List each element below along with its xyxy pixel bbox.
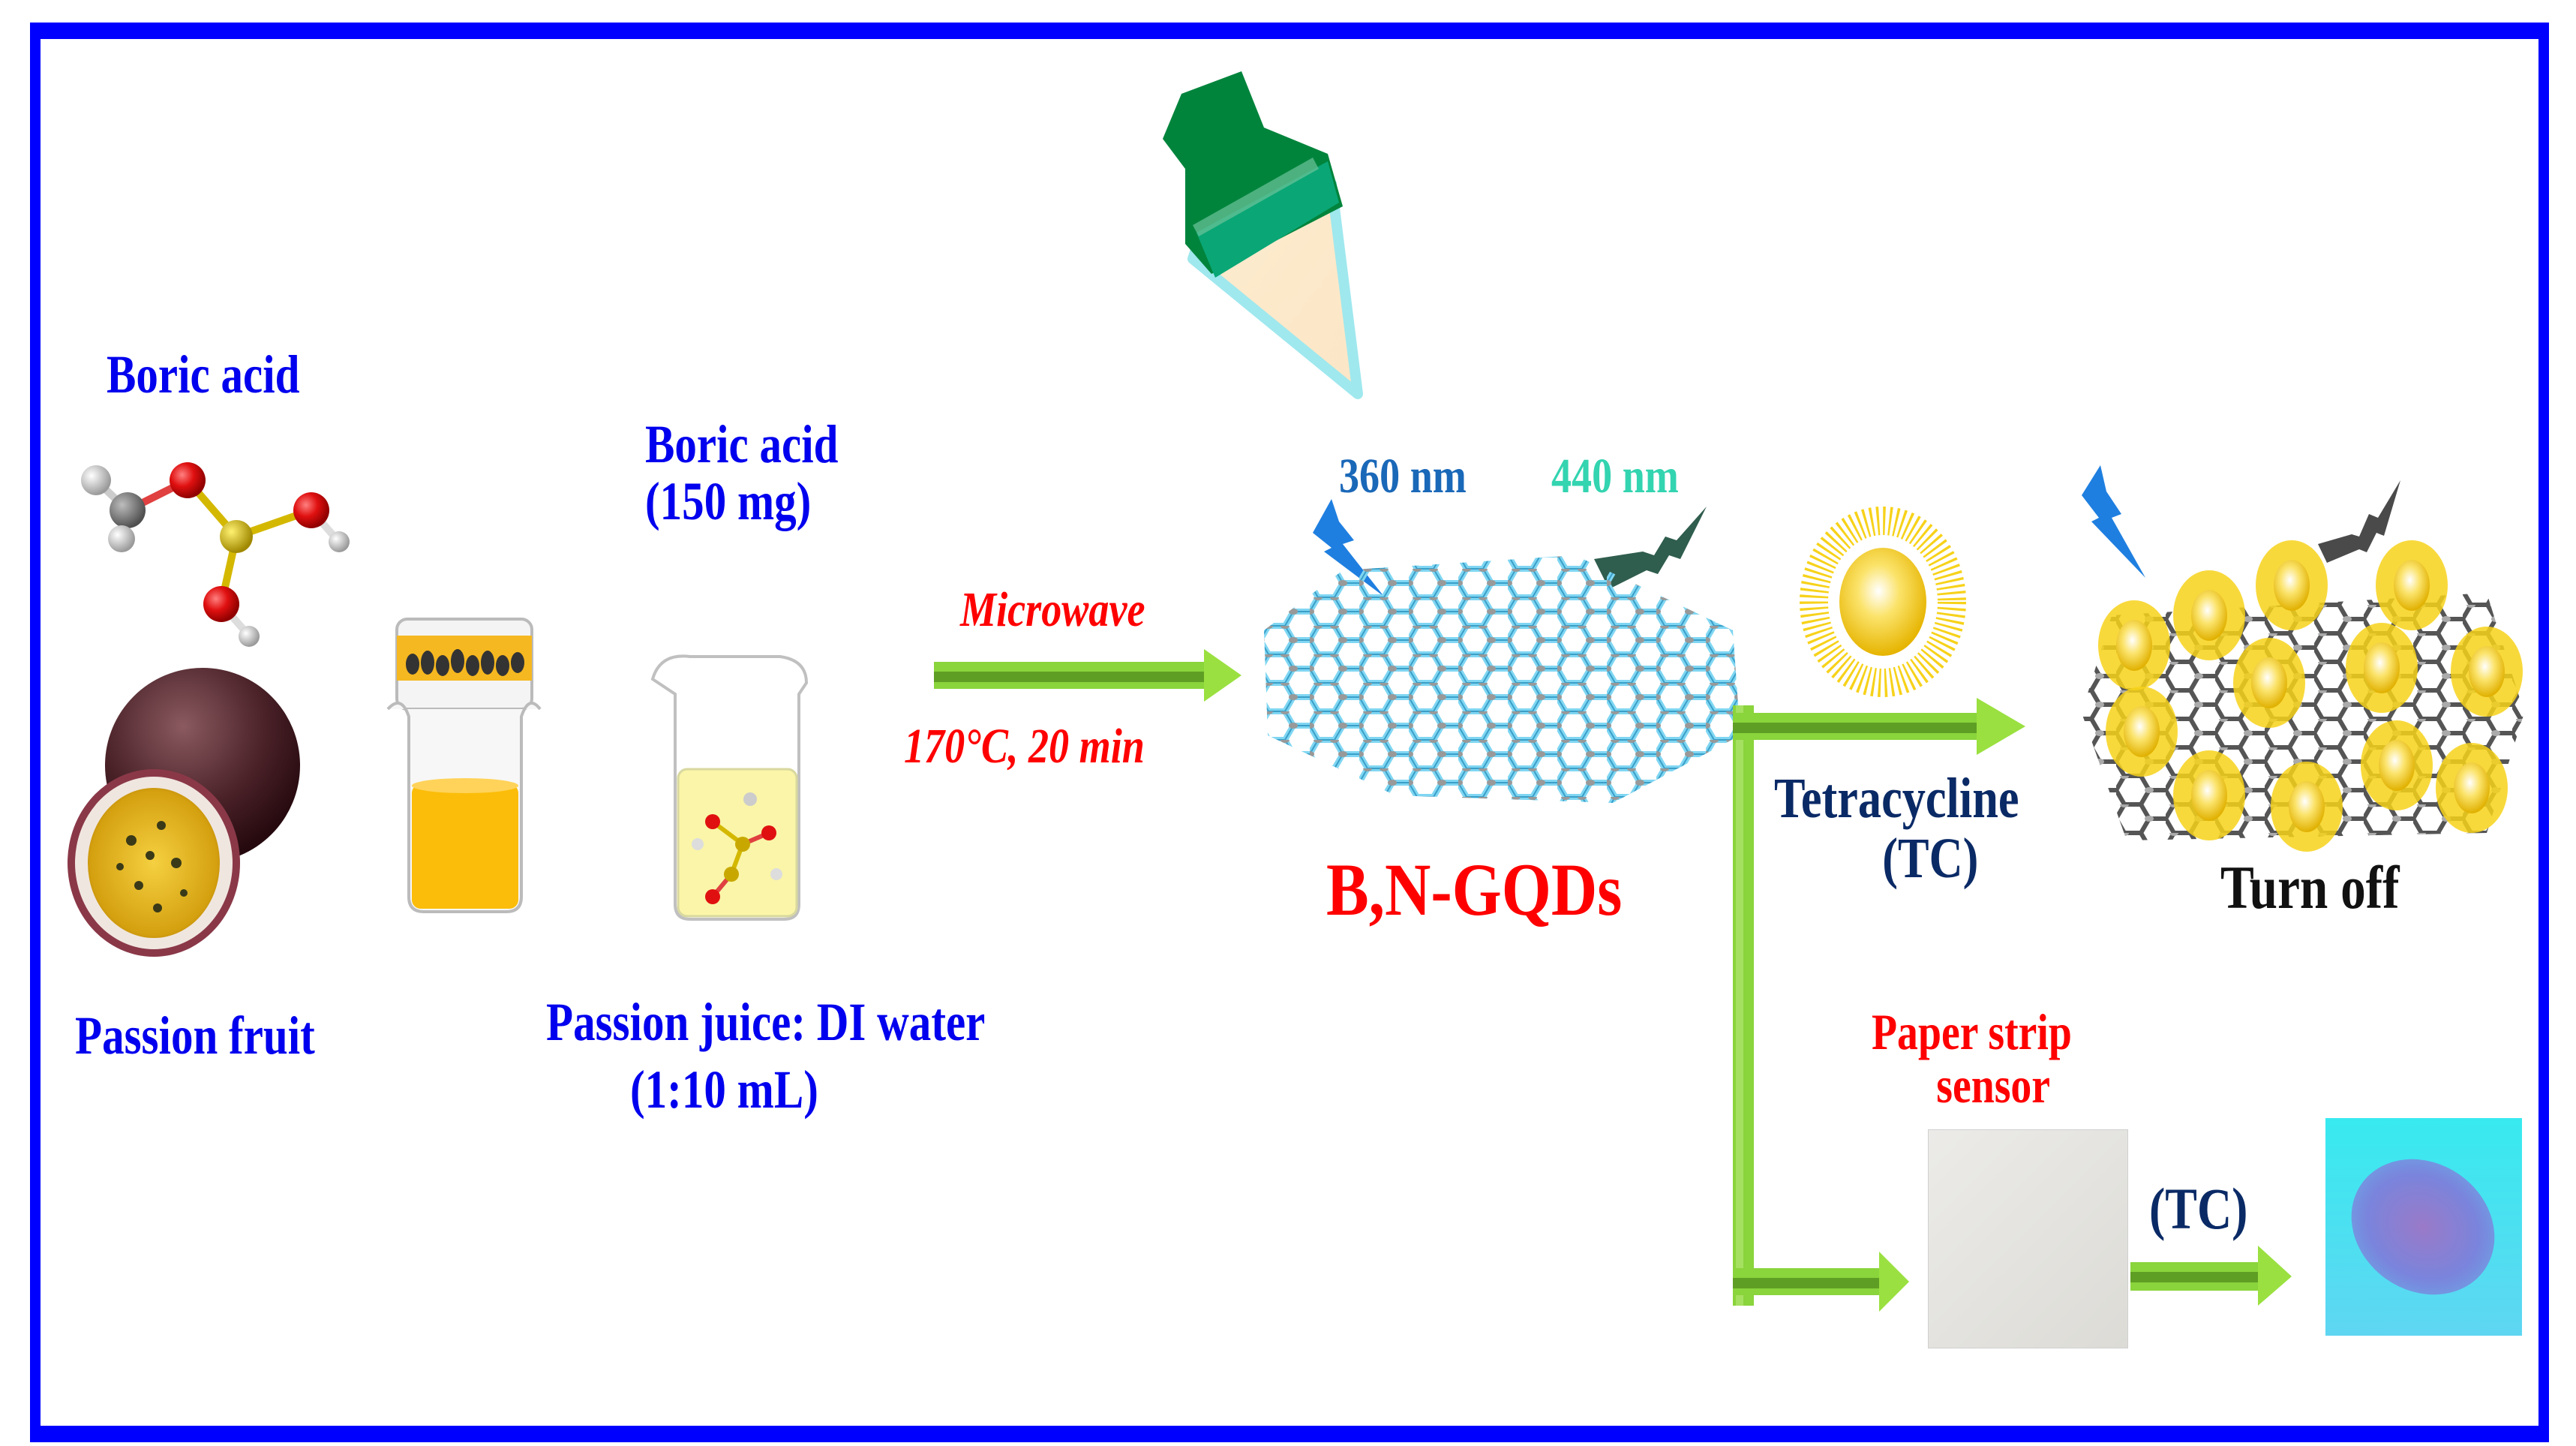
emission-bolt-2-icon [2318,480,2400,563]
blank-paper-icon [1928,1129,2128,1348]
excitation-bolt-2-icon [2082,465,2145,578]
tetracycline-sun-icon [1800,507,1966,697]
reaction-conditions-label: 170°C, 20 min [904,719,1145,774]
boric-acid-label: Boric acid [107,344,300,404]
turn-off-label: Turn off [2220,853,2400,921]
graphene-sheet-icon [1264,555,1740,803]
juice-beaker-icon [386,618,542,913]
analyte-line2: (TC) [1882,826,1979,890]
branch-arrows-icon [1733,698,2025,1312]
paper-strip-line1: Paper strip [1872,1003,2072,1060]
paper-analyte-label: (TC) [2149,1176,2248,1241]
mixture-volume-label: (1:10 mL) [630,1060,818,1120]
reaction-arrow-icon [934,649,1241,702]
diagram-border [30,23,2549,1442]
paper-arrow-icon [2130,1246,2292,1306]
passion-fruit-icon [68,668,300,957]
passion-fruit-label: Passion fruit [75,1006,315,1066]
mixture-ratio-label: Passion juice: DI water [546,992,986,1052]
product-name-label: B,N-GQDs [1326,848,1623,931]
mixture-beaker-icon [650,654,809,921]
boric-acid-amount-line2: (150 mg) [645,470,812,531]
emission-bolt-icon [1594,507,1707,589]
analyte-name-label: Tetracycline (TC) [1774,767,2019,890]
analyte-line1: Tetracycline [1774,767,2019,830]
uv-lamp-icon [1163,71,1363,399]
fluorescent-paper-icon [2325,1118,2522,1336]
excitation-wavelength-label: 360 nm [1339,449,1467,504]
boric-acid-amount-line1: Boric acid [645,414,839,474]
reaction-method-label: Microwave [960,582,1145,637]
quenched-spot [2325,1132,2521,1322]
emission-wavelength-label: 440 nm [1551,449,1679,504]
excitation-bolt-icon [1313,499,1384,597]
paper-strip-label: Paper strip sensor [1872,1003,2072,1114]
quenched-complex-icon [2082,540,2524,852]
boric-acid-amount-label: Boric acid (150 mg) [645,416,838,530]
paper-strip-line2: sensor [1936,1057,2051,1114]
boric-acid-molecule-icon [81,462,350,647]
